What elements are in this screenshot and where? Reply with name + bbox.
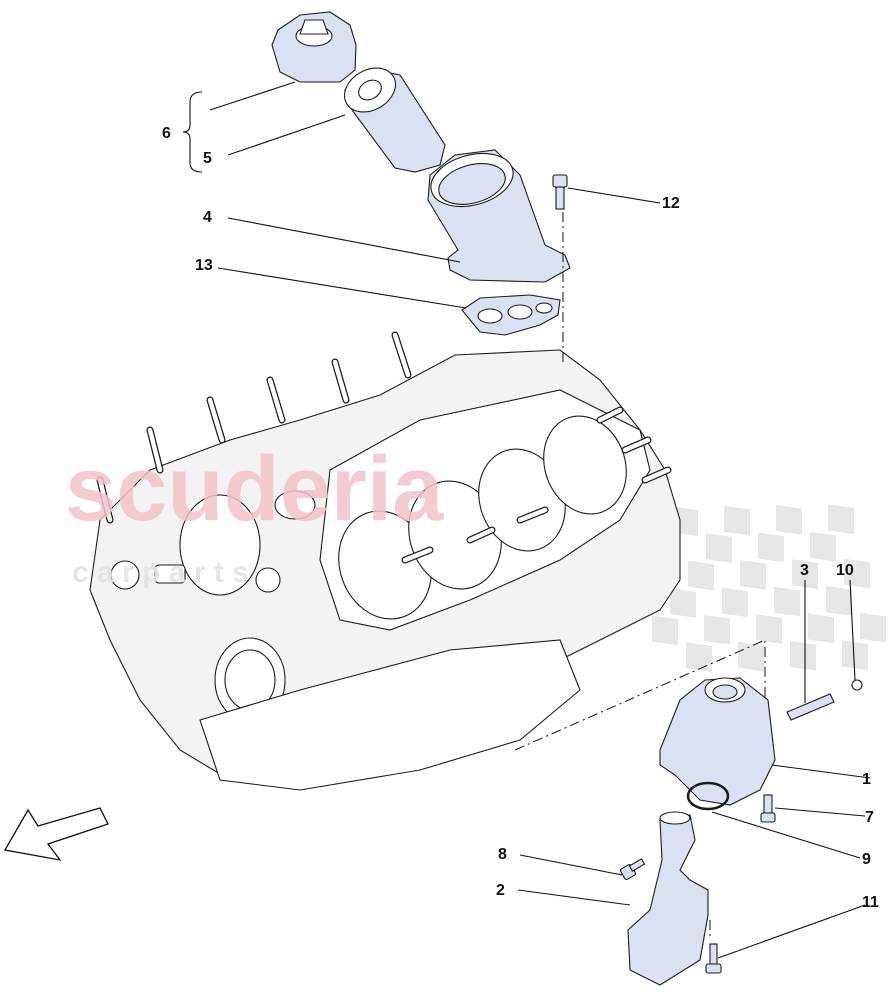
oil-pump: [659, 677, 776, 806]
stud-highlight: [402, 547, 433, 563]
o-ring: [686, 781, 730, 811]
stud-highlight: [97, 477, 113, 523]
stud-highlight: [207, 397, 225, 443]
pump-bolt: [760, 794, 776, 823]
callout-8: 8: [498, 846, 507, 863]
oil-filter-cap: [271, 11, 357, 83]
checker-square: [774, 586, 800, 617]
callout-10: 10: [836, 562, 854, 579]
checker-square: [740, 560, 766, 590]
stud-highlight: [147, 427, 163, 473]
callout-5: 5: [203, 150, 212, 167]
checker-square: [652, 615, 678, 646]
stud-highlight: [392, 332, 411, 378]
checker-square: [842, 640, 868, 670]
callout-4: 4: [203, 209, 212, 226]
checker-square: [704, 614, 730, 645]
checker-square: [758, 532, 784, 563]
callout-2: 2: [496, 882, 505, 899]
pipe-bolt-11: [705, 943, 722, 974]
stud-highlight: [597, 407, 623, 423]
callout-12: 12: [662, 195, 680, 212]
callout-7: 7: [865, 809, 874, 826]
checker-square: [860, 612, 886, 643]
circlip: [851, 679, 863, 691]
checker-square: [756, 614, 782, 644]
dowel-pin: [786, 693, 835, 721]
callout-9: 9: [862, 851, 871, 868]
checker-square: [686, 642, 712, 673]
checker-square: [828, 504, 854, 535]
cylinder-head-studs: [96, 331, 672, 564]
watermark-sub: c a r p a r t s: [72, 556, 249, 589]
stud-highlight: [517, 507, 548, 523]
callout-labels: 1 2 3 4 5 6 7 8 9 10 11 12 13: [162, 125, 879, 911]
stud-highlight: [467, 527, 495, 543]
checker-square: [688, 560, 714, 591]
brand-watermark: scuderia c a r p a r t s: [65, 438, 444, 589]
leader-lines: [182, 81, 871, 959]
watermark-brand: scuderia: [65, 438, 444, 540]
front-direction-arrow-icon: [3, 807, 109, 861]
pipe-bolt-8: [619, 858, 646, 881]
checker-square: [808, 613, 834, 644]
checker-square: [706, 533, 732, 563]
checker-square: [826, 586, 852, 616]
stud-highlight: [267, 377, 285, 423]
callout-3: 3: [800, 562, 809, 579]
engine-block: [89, 349, 681, 791]
checker-square: [810, 531, 836, 562]
filter-housing-gasket: [461, 294, 561, 336]
oil-filter-housing: [427, 149, 571, 283]
stud-highlight: [332, 359, 349, 403]
checker-square: [670, 588, 696, 618]
oil-filter-cartridge: [344, 67, 446, 173]
checker-square: [776, 505, 802, 535]
filter-housing-bolt: [552, 174, 568, 210]
stud-highlight: [642, 467, 671, 483]
oil-pickup-pipe: [627, 811, 709, 986]
checker-square: [724, 505, 750, 536]
checker-square: [722, 587, 748, 618]
checker-square: [738, 641, 764, 672]
callout-6: 6: [162, 125, 171, 142]
callout-13: 13: [195, 257, 213, 274]
assembly-axis-lines: [514, 212, 766, 940]
checker-square: [790, 641, 816, 671]
stud-highlight: [622, 437, 651, 453]
callout-1: 1: [862, 771, 871, 788]
callout-11: 11: [862, 894, 879, 911]
checker-square: [792, 559, 818, 589]
